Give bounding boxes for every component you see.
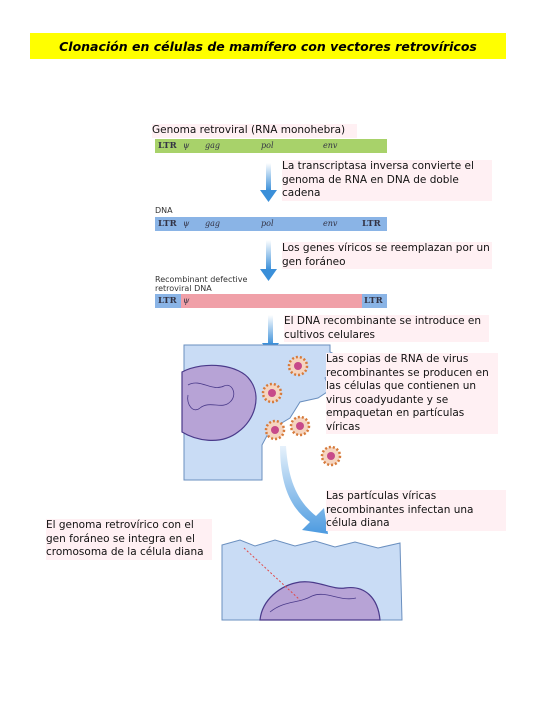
recombinant-dna-bar bbox=[155, 294, 387, 308]
virus-particle-icon bbox=[261, 382, 283, 404]
step3-note: El DNA recombinante se introduce en cult… bbox=[284, 315, 489, 342]
virus-particle-icon bbox=[287, 355, 309, 377]
dna-genes: LTR ψ gag pol env LTR bbox=[155, 217, 387, 231]
gene-env-label: env bbox=[323, 219, 338, 228]
step1-note: La transcriptasa inversa convierte el ge… bbox=[282, 160, 492, 201]
virus-particle-icon bbox=[320, 445, 342, 467]
rna-genome-bar bbox=[155, 139, 387, 153]
gene-ltr-label: LTR bbox=[158, 296, 177, 306]
step5-note: Las partículas víricas recombinantes inf… bbox=[326, 490, 506, 531]
recombinant-label-line1: Recombinant defective bbox=[155, 275, 248, 284]
gene-ltr-label: LTR bbox=[362, 219, 381, 229]
virus-particle-icon bbox=[264, 419, 286, 441]
nucleus bbox=[181, 364, 257, 441]
gene-env-label: env bbox=[323, 141, 338, 150]
arrow-icon bbox=[260, 163, 277, 202]
step4-note: Las copias de RNA de virus recombinantes… bbox=[326, 353, 498, 434]
genome-label: Genoma retroviral (RNA monohebra) bbox=[152, 124, 357, 138]
gene-ltr-label: LTR bbox=[364, 296, 383, 306]
virus-particle-icon bbox=[289, 415, 311, 437]
gene-pol-label: pol bbox=[261, 219, 274, 228]
gene-psi-label: ψ bbox=[183, 141, 190, 150]
recombinant-genes: LTR ψ LTR bbox=[155, 294, 387, 308]
gene-ltr-label: LTR bbox=[158, 141, 177, 151]
target-nucleus bbox=[243, 547, 381, 621]
gene-gag-label: gag bbox=[205, 219, 221, 228]
rna-genes: LTR ψ gag pol env bbox=[155, 139, 387, 153]
gene-psi-label: ψ bbox=[183, 219, 190, 228]
dna-bar bbox=[155, 217, 387, 231]
gene-gag-label: gag bbox=[205, 141, 221, 150]
gene-psi-label: ψ bbox=[183, 296, 190, 305]
infection-arrow-icon bbox=[280, 446, 328, 534]
gene-ltr-label: LTR bbox=[158, 219, 177, 229]
step2-note: Los genes víricos se reemplazan por un g… bbox=[282, 242, 492, 269]
dna-label: DNA bbox=[155, 206, 173, 215]
arrow-icon bbox=[260, 240, 277, 281]
gene-pol-label: pol bbox=[261, 141, 274, 150]
recombinant-label: Recombinant defective retroviral DNA bbox=[155, 275, 247, 293]
recombinant-label-line2: retroviral DNA bbox=[155, 284, 212, 293]
page-title: Clonación en células de mamífero con vec… bbox=[30, 33, 506, 59]
step6-note: El genoma retrovírico con el gen foráneo… bbox=[46, 519, 212, 560]
